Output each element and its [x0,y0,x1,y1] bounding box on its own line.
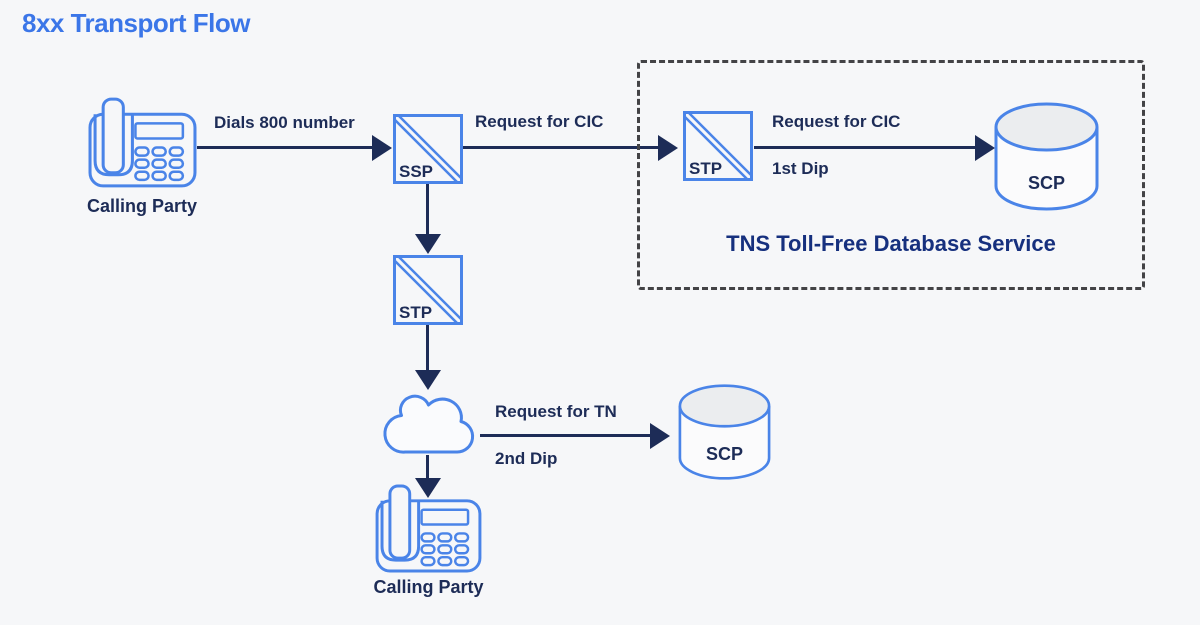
arrowhead-icon [650,423,670,449]
calling-party-top-label: Calling Party [86,196,198,216]
ssp-label: SSP [399,162,434,181]
network-cloud-node [378,391,482,456]
stp-tns-label: STP [689,159,723,178]
arrow-line [480,434,653,437]
stp-carrier-label: STP [399,303,433,322]
calling-party-bottom-label: Calling Party [373,577,484,597]
arrow-request-tn [480,423,670,449]
page-title: 8xx Transport Flow [22,8,250,38]
arrow-cloud-to-phone [415,455,441,498]
arrowhead-icon [372,135,392,161]
edge-label-request-cic-2: Request for CIC [772,112,901,131]
arrow-request-cic-1 [463,135,678,161]
edge-label-2nd-dip: 2nd Dip [495,449,558,468]
arrow-line [426,184,429,237]
arrow-line [426,325,429,373]
arrow-line [197,146,375,149]
database-cylinder-icon [994,102,1099,211]
stp-tns-node: STP [683,111,753,181]
cloud-icon [383,394,475,454]
scp-routing-label: SCP [705,444,743,464]
tns-group-title: TNS Toll-Free Database Service [726,231,1056,256]
arrow-stp-to-cloud [415,325,441,390]
arrowhead-icon [415,234,441,254]
arrow-dials-800 [197,135,392,161]
edge-label-dials-800: Dials 800 number [214,113,355,132]
arrowhead-icon [975,135,995,161]
calling-party-bottom-node [374,484,483,573]
database-cylinder-icon [678,384,771,480]
arrowhead-icon [658,135,678,161]
stp-carrier-node: STP [393,255,463,325]
edge-label-request-cic-1: Request for CIC [475,112,604,131]
scp-tns-label: SCP [1027,173,1065,193]
calling-party-top-node [87,97,198,188]
phone-icon [88,97,197,188]
arrow-line [754,146,978,149]
arrowhead-icon [415,370,441,390]
arrow-ssp-to-stp [415,184,441,254]
arrowhead-icon [415,478,441,498]
tns-group-box [637,60,1145,290]
scp-routing-node: SCP [677,383,772,481]
edge-label-request-tn: Request for TN [495,402,617,421]
arrow-line [463,146,661,149]
scp-tns-node: SCP [993,101,1100,212]
arrow-request-cic-2 [754,135,995,161]
phone-icon [375,484,482,573]
edge-label-1st-dip: 1st Dip [772,159,829,178]
arrow-line [426,455,429,481]
ssp-node: SSP [393,114,463,184]
